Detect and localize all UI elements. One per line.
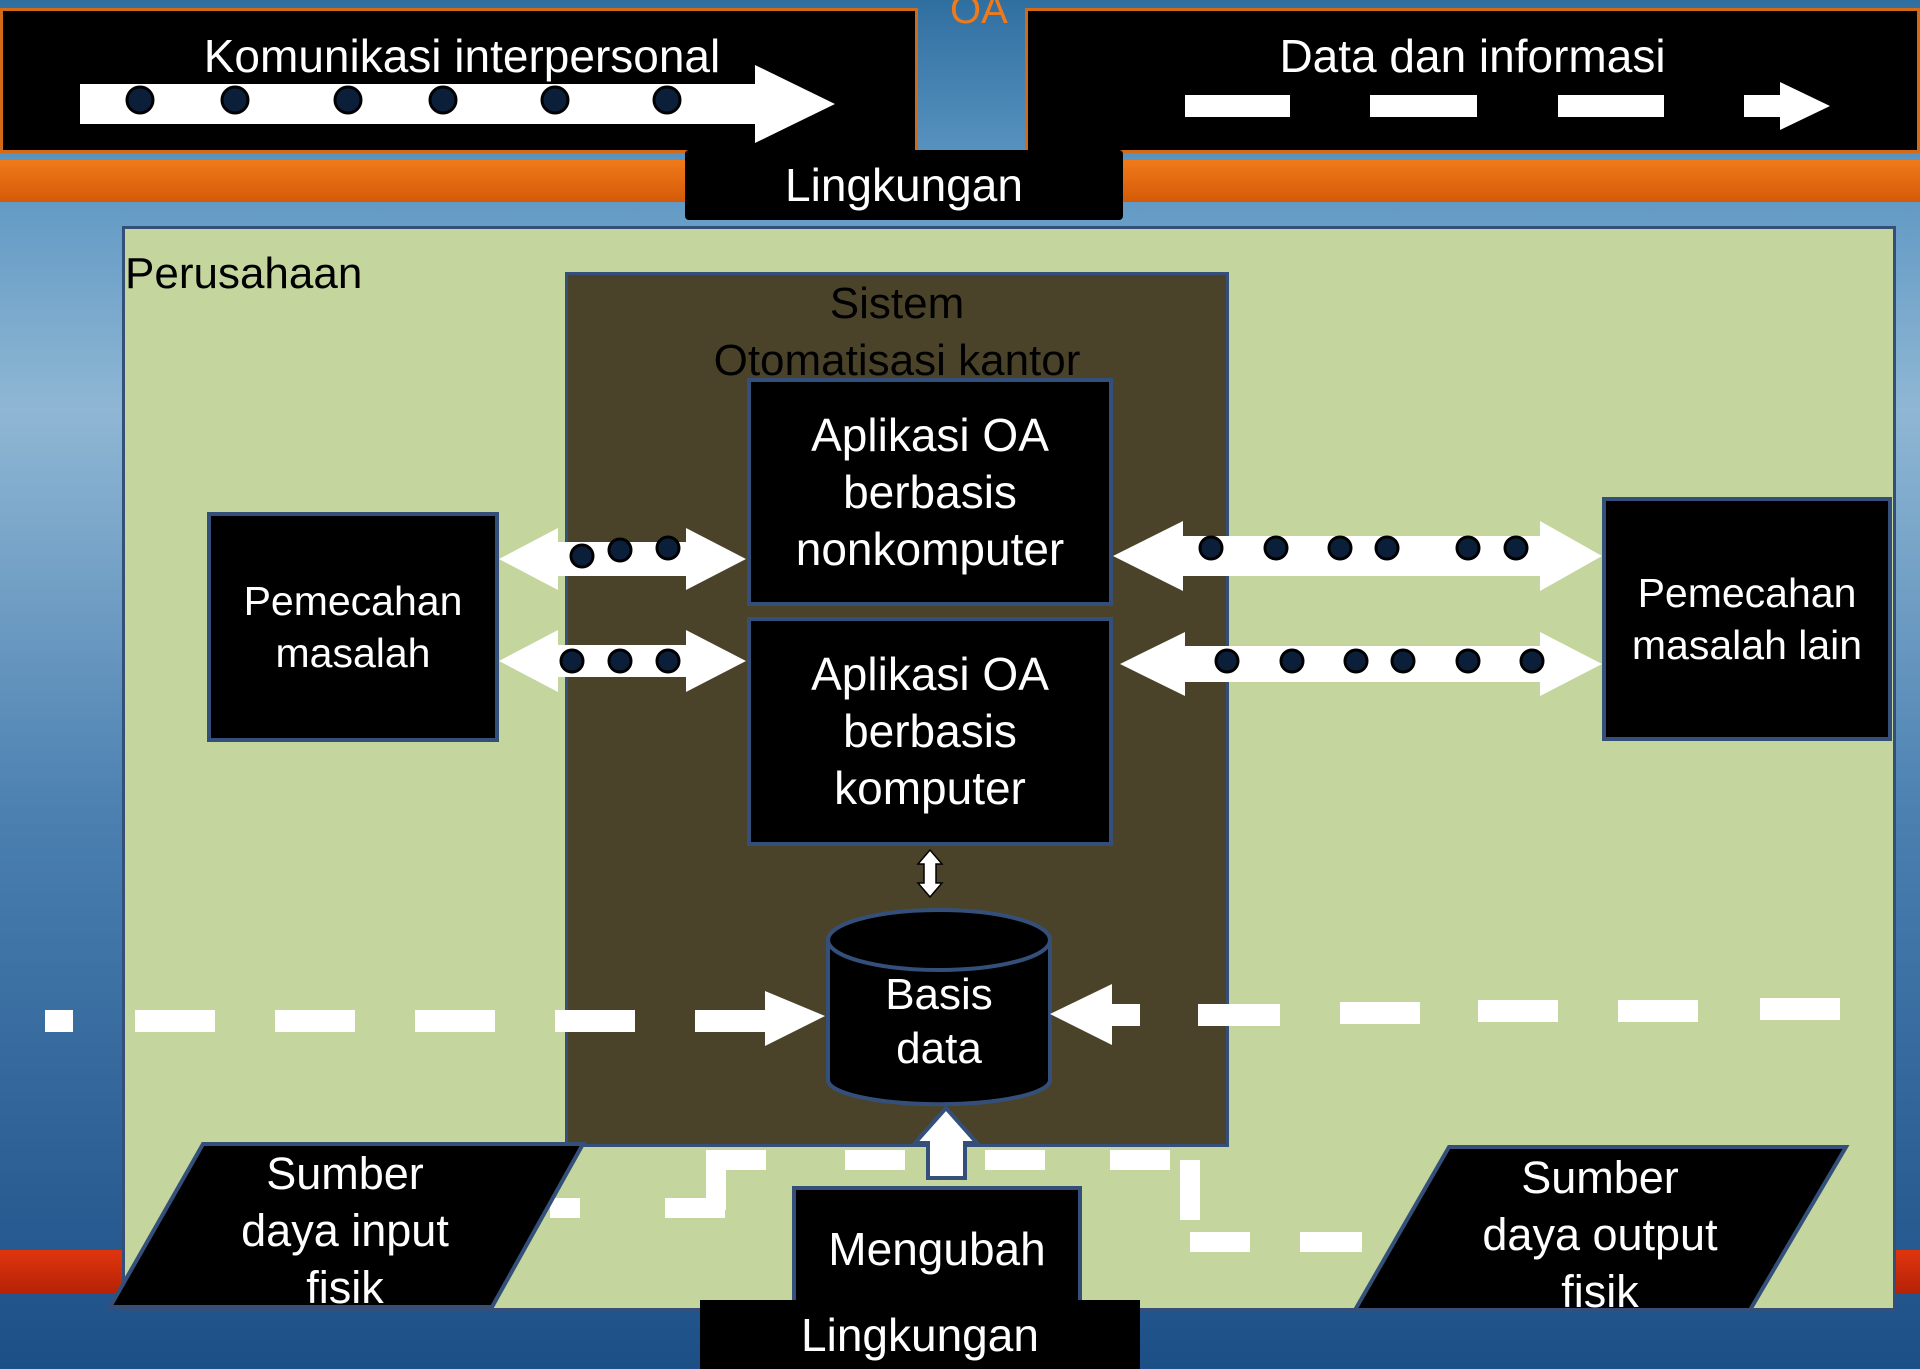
output-resources-label: Sumber daya output fisik [1482, 1152, 1718, 1317]
environment-label-bottom: Lingkungan [700, 1300, 1140, 1369]
database-label: Basis data [885, 970, 993, 1073]
ps-comp-arrow [499, 630, 746, 692]
resource-flow [550, 1150, 1428, 1252]
problem-solver-node: Pemecahan masalah [207, 512, 499, 742]
legend-dashed-arrow [1185, 82, 1830, 130]
oa-computer-node: Aplikasi OA berbasis komputer [747, 617, 1113, 846]
noncomp-other-arrow [1113, 521, 1602, 591]
legend-dotted-arrow [80, 65, 835, 143]
other-problem-solver-node: Pemecahan masalah lain [1602, 497, 1892, 741]
right-data-flow [1050, 984, 1840, 1045]
input-resources-shape [106, 1142, 587, 1309]
header-fragment: OA [950, 0, 1008, 32]
legend-data-info-label: Data dan informasi [1279, 30, 1666, 82]
input-resources-label: Sumber daya input fisik [241, 1148, 449, 1313]
transform-node: Mengubah [792, 1186, 1082, 1312]
company-label: Perusahaan [125, 249, 363, 298]
oa-noncomputer-node: Aplikasi OA berbasis nonkomputer [747, 378, 1113, 606]
comp-other-arrow [1120, 632, 1602, 696]
legend-data-info: Data dan informasi [1025, 8, 1920, 153]
database-cylinder [826, 908, 1052, 1107]
app-db-arrow [916, 848, 944, 899]
transform-up-arrow [910, 1104, 982, 1180]
legend-interpersonal-label: Komunikasi interpersonal [203, 30, 721, 82]
oas-title: Sistem Otomatisasi kantor [713, 279, 1081, 385]
output-resources-shape [1351, 1145, 1850, 1312]
environment-label-top: Lingkungan [685, 150, 1123, 220]
left-data-flow [45, 991, 825, 1046]
ps-noncomp-arrow [499, 528, 746, 590]
